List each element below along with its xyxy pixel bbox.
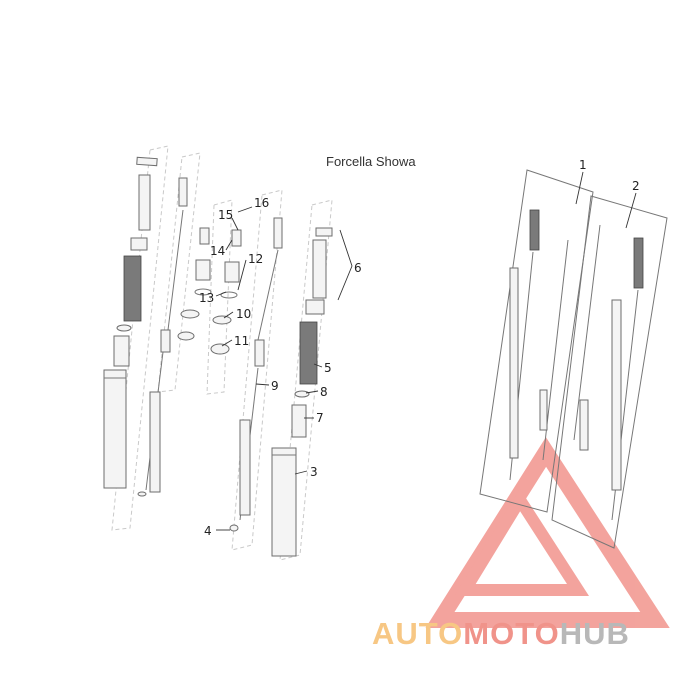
- callout-16: 16: [254, 196, 269, 210]
- callout-7: 7: [316, 411, 324, 425]
- right-fork-assembly: [229, 217, 333, 557]
- callout-15: 15: [218, 208, 233, 222]
- callout-8: 8: [320, 385, 328, 399]
- callout-6: 6: [354, 261, 362, 275]
- callout-labels: 1 2 3 4 5 6 7 8 9 10 11 12 13 14 15 16: [199, 158, 640, 538]
- watermark-triangle-logo: [425, 437, 670, 628]
- callout-14: 14: [210, 244, 225, 258]
- callout-3: 3: [310, 465, 318, 479]
- small-parts-group: [177, 227, 242, 355]
- callout-12: 12: [248, 252, 263, 266]
- callout-11: 11: [234, 334, 249, 348]
- callout-5: 5: [324, 361, 332, 375]
- left-fork-assembly: [103, 156, 188, 497]
- diagram-title: Forcella Showa: [326, 154, 416, 169]
- watermark-part-moto: MOTO: [463, 616, 560, 651]
- leader-lines: [215, 171, 637, 531]
- complete-assembly-1: [479, 169, 594, 513]
- callout-4: 4: [204, 524, 212, 538]
- callout-9: 9: [271, 379, 279, 393]
- watermark-part-auto: AUTO: [372, 616, 464, 651]
- watermark-logo-text: AUTOMOTOHUB: [372, 616, 630, 652]
- callout-1: 1: [579, 158, 587, 172]
- callout-13: 13: [199, 291, 214, 305]
- watermark-part-hub: HUB: [559, 616, 630, 651]
- callout-2: 2: [632, 179, 640, 193]
- complete-assembly-2: [551, 195, 668, 549]
- callout-10: 10: [236, 307, 251, 321]
